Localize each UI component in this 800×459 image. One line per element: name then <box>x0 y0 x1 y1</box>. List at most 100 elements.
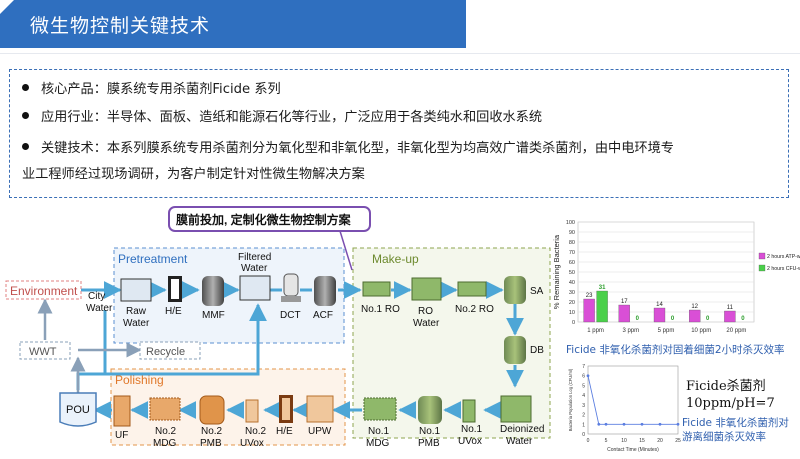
sa-label: SA <box>530 286 544 297</box>
bullet-text: 核心产品：膜系统专用杀菌剂Ficide 系列 <box>41 82 281 97</box>
line-caption-2: 游离细菌杀灭效率 <box>682 431 766 443</box>
bar-x-tick: 1 ppm <box>587 328 604 334</box>
wwt-label: WWT <box>29 346 57 358</box>
db-tank <box>504 336 526 364</box>
bullet-text: 关键技术：本系列膜系统专用杀菌剂分为氧化型和非氧化型，非氧化型为均高效广谱类杀菌… <box>41 141 674 156</box>
no1-ro-label: No.1 RO <box>361 304 400 315</box>
line-x-tick: 25 <box>675 438 681 444</box>
title-banner: 微生物控制关键技术 <box>0 0 466 48</box>
legend-swatch <box>758 264 766 272</box>
bar-data-label: 14 <box>656 302 663 308</box>
process-diagram: Pretreatment Make-up Polishing 膜前投加, 定制化… <box>5 206 551 449</box>
summary-box <box>9 69 789 198</box>
bar-atp <box>583 298 595 323</box>
he-exchanger-inner <box>171 279 179 299</box>
no2-ro-label: No.2 RO <box>455 304 494 315</box>
bullet-key-tech: 关键技术：本系列膜系统专用杀菌剂分为氧化型和非氧化型，非氧化型为均高效广谱类杀菌… <box>22 137 782 161</box>
legend-label: 2 hours ATP-washer <box>767 254 800 260</box>
acf-tank <box>314 276 336 306</box>
ro-water-tank <box>411 277 442 301</box>
line-x-tick: 5 <box>605 438 608 444</box>
bar-y-tick: 80 <box>569 240 575 246</box>
deionized-water-tank <box>500 395 532 423</box>
line-point <box>622 422 626 426</box>
bar-data-label: 0 <box>706 316 710 322</box>
bar-y-tick: 40 <box>569 280 575 286</box>
pou-shape <box>59 392 97 427</box>
bar-data-label: 12 <box>691 304 698 310</box>
line-y-tick: 7 <box>582 364 585 370</box>
no1-ro-unit <box>362 281 391 297</box>
bar-y-tick: 70 <box>569 250 575 256</box>
line-y-tick: 0 <box>582 432 585 438</box>
line-x-axis-label: Contact Time (Minutes) <box>607 447 659 453</box>
bar-x-tick: 3 ppm <box>622 328 639 334</box>
he2-label: H/E <box>276 426 293 437</box>
makeup-label: Make-up <box>372 252 419 266</box>
no2-uvox-unit <box>245 399 259 423</box>
bar-cfu <box>596 290 608 323</box>
bullet-dot <box>22 142 29 150</box>
recycle-label: Recycle <box>146 346 185 358</box>
no2-pmb-tank <box>199 395 225 425</box>
wwt-box <box>19 341 71 360</box>
bar-x-tick: 10 ppm <box>691 328 711 334</box>
legend-label: 2 hours CFU-washer <box>767 266 800 272</box>
line-point <box>658 422 662 426</box>
callout-text: 膜前投加, 定制化微生物控制方案 <box>176 212 352 227</box>
bar-y-tick: 60 <box>569 260 575 266</box>
bar-data-label: 0 <box>741 316 745 322</box>
bar-y-tick: 20 <box>569 300 575 306</box>
line-x-tick: 20 <box>657 438 663 444</box>
bar-chart-caption: Ficide 非氧化杀菌剂对固着细菌2小时杀灭效率 <box>566 344 785 356</box>
bar-data-label: 31 <box>599 285 606 291</box>
bullet-industry: 应用行业：半导体、面板、造纸和能源石化等行业，广泛应用于各类纯水和回收水系统 <box>22 106 782 130</box>
header-divider <box>0 53 800 54</box>
line-point <box>604 422 608 426</box>
no1-uvox-unit <box>462 399 476 423</box>
environment-label: Environment <box>10 284 78 298</box>
line-y-tick: 4 <box>582 393 585 399</box>
line-y-tick: 1 <box>582 422 585 428</box>
sa-tank <box>504 276 526 304</box>
bar-y-tick: 100 <box>566 220 575 226</box>
bar-data-label: 0 <box>671 316 675 322</box>
no2-ro-unit <box>457 281 487 297</box>
banner-corner <box>0 0 14 14</box>
he2-exchanger-inner <box>282 398 290 420</box>
bullet-text: 应用行业：半导体、面板、造纸和能源石化等行业，广泛应用于各类纯水和回收水系统 <box>41 110 543 125</box>
line-x-tick: 0 <box>587 438 590 444</box>
bar-y-tick: 30 <box>569 290 575 296</box>
db-label: DB <box>530 345 544 356</box>
page-title: 微生物控制关键技术 <box>30 15 211 37</box>
line-chart-caption: Ficide 非氧化杀菌剂对 游离细菌杀灭效率 <box>682 416 789 444</box>
pretreatment-label: Pretreatment <box>118 252 188 266</box>
bar-data-label: 23 <box>586 293 593 299</box>
bar-y-tick: 50 <box>569 270 575 276</box>
uf-unit <box>113 395 131 427</box>
he-label: H/E <box>165 306 182 317</box>
line-y-tick: 5 <box>582 383 585 389</box>
bar-data-label: 17 <box>621 299 628 305</box>
line-chart-label: Ficide杀菌剂 10ppm/pH=7 <box>686 378 775 412</box>
line-label-product: Ficide杀菌剂 <box>686 379 766 394</box>
line-point <box>586 374 590 378</box>
dct-label: DCT <box>280 310 301 321</box>
legend-swatch <box>758 252 766 260</box>
bullet-dot <box>22 83 29 91</box>
no1-pmb-tank <box>418 396 442 424</box>
line-point <box>640 422 644 426</box>
recycle-box <box>139 341 201 360</box>
line-point <box>676 422 680 426</box>
bar-atp <box>724 310 736 323</box>
